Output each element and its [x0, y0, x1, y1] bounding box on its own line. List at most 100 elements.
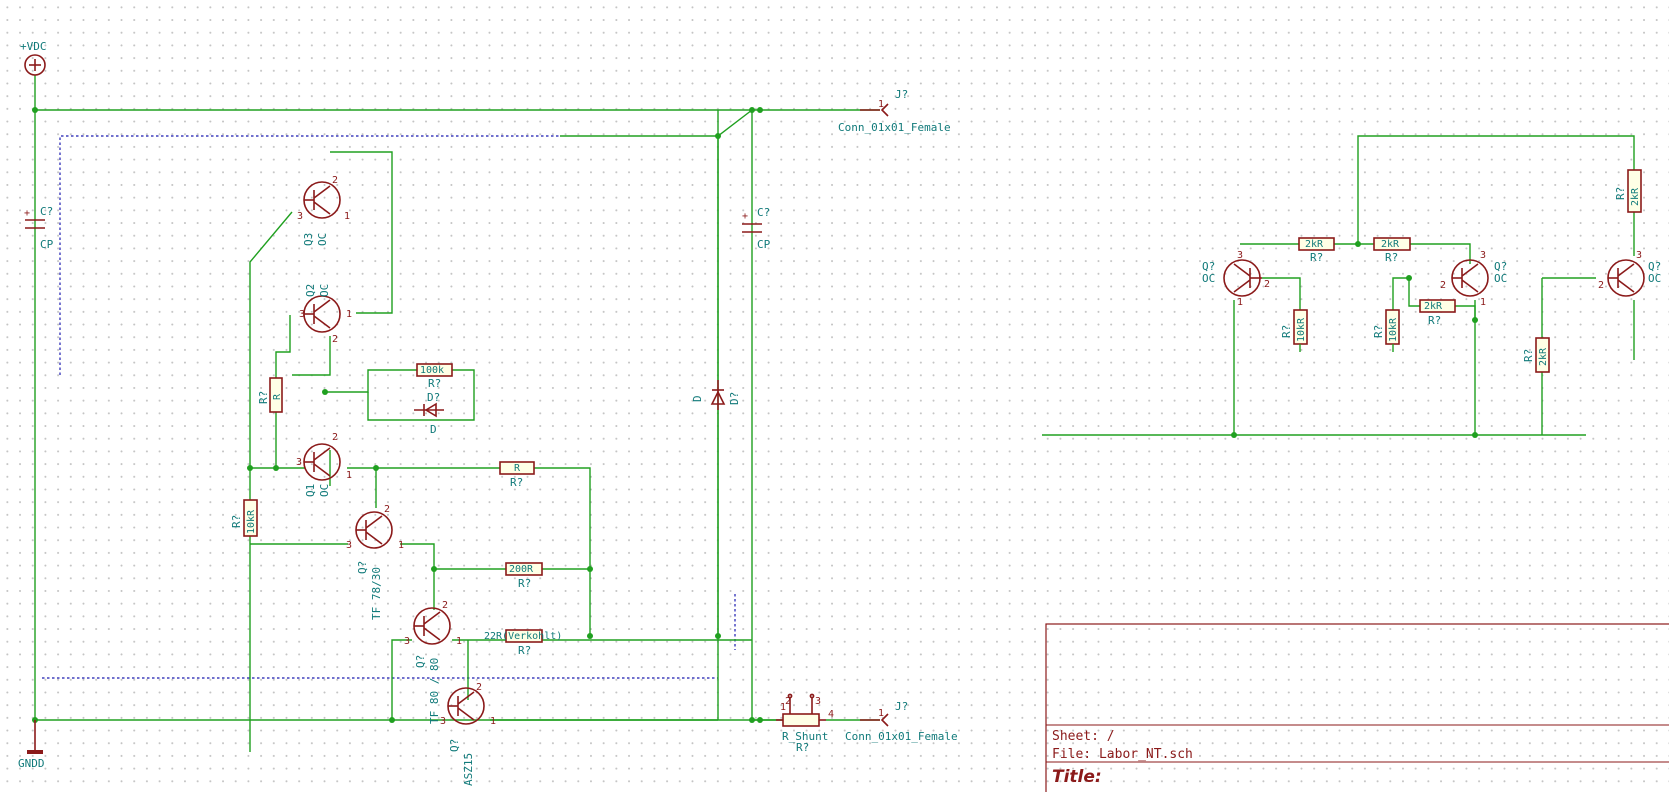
wires-left	[34, 75, 880, 752]
transistor-q3[interactable]: 3 2 1 Q3 OC	[297, 175, 350, 246]
shunt-pin1: 1	[780, 702, 786, 713]
qr3-pin2: 2	[1598, 280, 1604, 291]
qr1-pin1: 1	[1237, 297, 1243, 308]
transistor-tf7830[interactable]: 3 2 1 Q? TF 78/30	[346, 504, 404, 620]
qr2-pin2: 2	[1440, 280, 1446, 291]
connector-j2[interactable]: 1 J? Conn_01x01_Female	[845, 700, 958, 743]
d1-ref: D?	[427, 391, 440, 404]
resistor-right-10kr-b[interactable]: 10kR R?	[1372, 309, 1400, 352]
vdc-label: +VDC	[20, 40, 47, 53]
transistor-right-3[interactable]: 3 2 Q? OC	[1598, 250, 1661, 297]
tf7830-pin3: 3	[346, 540, 352, 551]
shunt-pin2: 2	[785, 696, 791, 707]
j2-pin: 1	[878, 708, 884, 719]
resistor-right-2kr-d[interactable]: 2kR R?	[1522, 337, 1550, 373]
power-gnd-symbol[interactable]: GNDD	[18, 720, 45, 770]
rr5-ref: R?	[1372, 325, 1385, 338]
asz15-pin3: 3	[440, 716, 446, 727]
title-block-file: File: Labor_NT.sch	[1052, 747, 1193, 762]
resistor-r-vertical[interactable]: R R?	[257, 377, 283, 413]
diode-d2[interactable]: D D?	[691, 380, 741, 410]
c2-ref: C?	[757, 206, 770, 219]
q1-pin3: 3	[296, 457, 302, 468]
resistor-right-2kr-b[interactable]: 2kR R?	[1373, 237, 1411, 264]
title-block: Sheet: / File: Labor_NT.sch Title:	[1045, 623, 1669, 792]
qr1-pin3: 3	[1237, 250, 1243, 261]
connector-j1[interactable]: 1 J? Conn_01x01_Female	[838, 88, 951, 134]
rr2-value: 2kR	[1381, 239, 1400, 250]
asz15-ref: Q?	[448, 739, 461, 752]
rr1-value: 2kR	[1305, 239, 1324, 250]
tf8080-pin3: 3	[404, 636, 410, 647]
q1-value: OC	[318, 484, 331, 497]
rr2-ref: R?	[1385, 251, 1398, 264]
shunt-resistor[interactable]: 1 2 3 4 R_Shunt R?	[776, 693, 834, 754]
resistor-right-2kr-e[interactable]: 2kR R?	[1614, 169, 1642, 213]
resistor-right-2kr-a[interactable]: 2kR R?	[1298, 237, 1335, 264]
q1-ref: Q1	[304, 484, 317, 497]
rr6-value: 2kR	[1538, 347, 1549, 366]
rr6-ref: R?	[1522, 349, 1535, 362]
j2-value: Conn_01x01_Female	[845, 730, 958, 743]
rv-ref: R?	[257, 391, 270, 404]
resistor-200r[interactable]: 200R R?	[505, 562, 543, 590]
q1-pin1: 1	[346, 470, 352, 481]
tf8080-pin2: 2	[442, 600, 448, 611]
gnd-label: GNDD	[18, 757, 45, 770]
asz15-value: ASZ15	[462, 753, 475, 786]
resistor-r-horizontal[interactable]: R R?	[499, 461, 535, 489]
capacitor-c1[interactable]: + C? CP	[24, 205, 54, 251]
q2-value: OC	[318, 284, 331, 297]
resistor-10kr[interactable]: 10kR R?	[230, 499, 258, 537]
r10k-value: 10kR	[246, 509, 257, 534]
resistor-100k[interactable]: 100k R?	[416, 363, 453, 390]
c1-ref: C?	[40, 205, 53, 218]
graphic-lines	[42, 135, 736, 679]
qr3-pin3: 3	[1636, 250, 1642, 261]
shunt-pin3: 3	[815, 696, 821, 707]
tf7830-pin2: 2	[384, 504, 390, 515]
rr4-value: 10kR	[1296, 317, 1307, 342]
q3-pin3: 3	[297, 211, 303, 222]
wires-right	[1042, 135, 1635, 436]
transistor-asz15[interactable]: 3 2 1 Q? ASZ15	[440, 682, 496, 786]
d2-ref: D?	[728, 392, 741, 405]
j2-ref: J?	[895, 700, 908, 713]
transistor-q1[interactable]: 3 2 1 Q1 OC	[296, 432, 352, 497]
power-vdc-symbol[interactable]: +VDC	[20, 40, 47, 76]
r22-value: 22R(Verkohlt)	[484, 631, 562, 642]
resistor-right-2kr-c[interactable]: 2kR R?	[1419, 299, 1456, 327]
rh-value: R	[514, 463, 521, 474]
qr2-ref: Q?	[1494, 260, 1507, 273]
tf8080-ref: Q?	[414, 655, 427, 668]
q2-pin1: 1	[346, 309, 352, 320]
resistor-right-10kr-a[interactable]: 10kR R?	[1280, 309, 1308, 352]
r22-ref: R?	[518, 644, 531, 657]
rr7-value: 2kR	[1630, 187, 1641, 206]
junctions	[32, 107, 1478, 723]
transistor-q2[interactable]: 3 2 1 Q2 OC	[299, 284, 352, 345]
transistor-tf8080[interactable]: 3 2 1 Q? TF 80 / 80	[404, 600, 462, 724]
diode-d1[interactable]: D? D	[414, 391, 444, 436]
title-block-sheet: Sheet: /	[1052, 729, 1115, 744]
transistor-right-1[interactable]: 3 2 1 Q? OC	[1202, 250, 1270, 308]
rr3-ref: R?	[1428, 314, 1441, 327]
qr3-ref: Q?	[1648, 260, 1661, 273]
rr4-ref: R?	[1280, 325, 1293, 338]
asz15-pin1: 1	[490, 716, 496, 727]
resistor-22r[interactable]: 22R(Verkohlt) R?	[484, 629, 562, 657]
q1-pin2: 2	[332, 432, 338, 443]
qr2-pin1: 1	[1480, 297, 1486, 308]
shunt-value: R_Shunt	[782, 730, 828, 743]
tf8080-pin1: 1	[456, 636, 462, 647]
q2-pin3: 3	[299, 309, 305, 320]
q2-ref: Q2	[304, 284, 317, 297]
r100k-value: 100k	[420, 365, 444, 376]
q3-ref: Q3	[302, 233, 315, 246]
title-block-title: Title:	[1052, 767, 1102, 787]
capacitor-c2[interactable]: + C? CP	[742, 206, 771, 251]
shunt-pin4: 4	[828, 709, 834, 720]
transistor-right-2[interactable]: 3 2 1 Q? OC	[1440, 250, 1507, 308]
